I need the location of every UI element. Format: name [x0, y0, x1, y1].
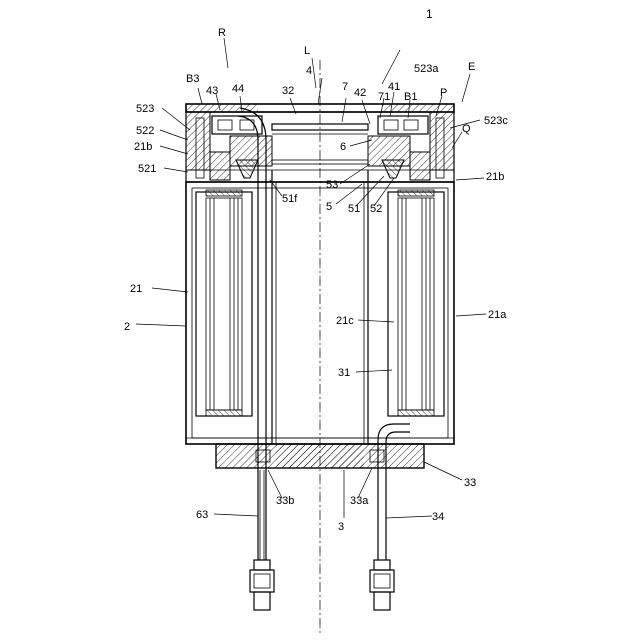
- label-21a: 21a: [488, 309, 507, 321]
- label-42: 42: [354, 87, 366, 99]
- label-51f: 51f: [282, 193, 298, 205]
- label-523a: 523a: [414, 63, 439, 75]
- label-33: 33: [464, 477, 476, 489]
- label-R: R: [218, 27, 226, 39]
- label-B3: B3: [186, 73, 199, 85]
- label-4: 4: [306, 65, 312, 77]
- label-3: 3: [338, 521, 344, 533]
- label-figure-number: 1: [426, 7, 433, 21]
- label-31: 31: [338, 367, 350, 379]
- label-B1: B1: [404, 91, 417, 103]
- label-521: 521: [138, 163, 156, 175]
- label-523c: 523c: [484, 115, 508, 127]
- label-21c: 21c: [336, 315, 354, 327]
- label-2: 2: [124, 321, 130, 333]
- label-33b: 33b: [276, 495, 294, 507]
- label-21b-right: 21b: [486, 171, 504, 183]
- label-32: 32: [282, 85, 294, 97]
- label-52: 52: [370, 203, 382, 215]
- label-53: 53: [326, 179, 338, 191]
- label-L: L: [304, 45, 310, 57]
- label-522: 522: [136, 125, 154, 137]
- label-Q: Q: [462, 123, 471, 135]
- label-44: 44: [232, 83, 244, 95]
- label-E: E: [468, 61, 475, 73]
- label-51: 51: [348, 203, 360, 215]
- label-34: 34: [432, 511, 444, 523]
- stator-winding-right: [388, 190, 444, 416]
- label-33a: 33a: [350, 495, 369, 507]
- label-6: 6: [340, 141, 346, 153]
- label-7: 7: [342, 81, 348, 93]
- label-21b-left: 21b: [134, 141, 152, 153]
- label-5: 5: [326, 201, 332, 213]
- label-63: 63: [196, 509, 208, 521]
- label-523-left: 523: [136, 103, 154, 115]
- stator-winding-left: [196, 190, 252, 416]
- base-plate: [186, 444, 454, 468]
- label-P: P: [440, 87, 447, 99]
- label-21-left: 21: [130, 283, 142, 295]
- label-43: 43: [206, 85, 218, 97]
- cable-left: [238, 108, 274, 610]
- label-71: 71: [378, 91, 390, 103]
